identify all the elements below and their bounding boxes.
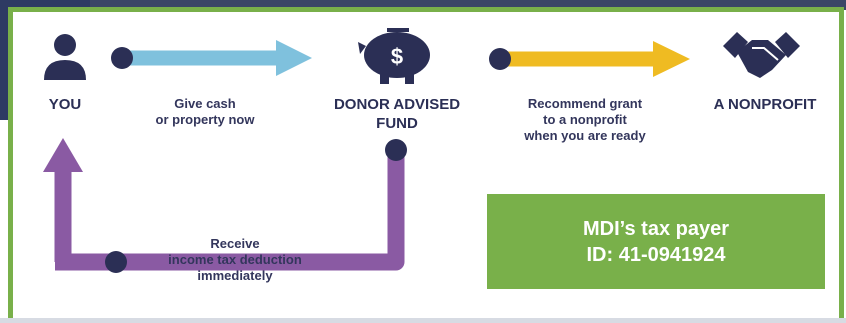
step-label-receive: Receive income tax deduction immediately [150,236,320,284]
background-bottom-band [0,318,846,323]
node-label-daf-line1: DONOR ADVISED [333,96,461,113]
recommend-line3: when you are ready [524,128,646,143]
svg-text:$: $ [391,44,403,69]
receive-line3: immediately [197,268,273,283]
step-label-give: Give cash or property now [135,96,275,128]
recommend-line1: Recommend grant [527,96,643,111]
node-label-you: YOU [48,96,82,113]
tax-id-badge: MDI’s tax payer ID: 41-0941924 [487,194,825,289]
background-top-band [90,0,846,10]
piggy-bank-dollar-icon: $ [358,28,430,84]
node-label-nonprofit: A NONPROFIT [713,96,817,113]
give-line2: or property now [155,112,255,127]
tax-id-badge-line1: MDI’s tax payer [583,217,729,240]
give-line1: Give cash [174,96,236,111]
step-label-recommend: Recommend grant to a nonprofit when you … [505,96,665,144]
node-label-daf-line2: FUND [376,115,418,132]
node-label-donor-advised-fund: DONOR ADVISED FUND [322,95,472,133]
receive-line1: Receive [210,236,260,251]
recommend-line2: to a nonprofit [543,112,627,127]
recommend-arrow [489,41,690,77]
receive-line2: income tax deduction [168,252,302,267]
tax-id-badge-line2: ID: 41-0941924 [586,243,726,266]
handshake-icon [723,32,800,78]
receive-arrow [43,138,407,273]
person-icon [44,34,86,80]
give-arrow [111,40,312,76]
